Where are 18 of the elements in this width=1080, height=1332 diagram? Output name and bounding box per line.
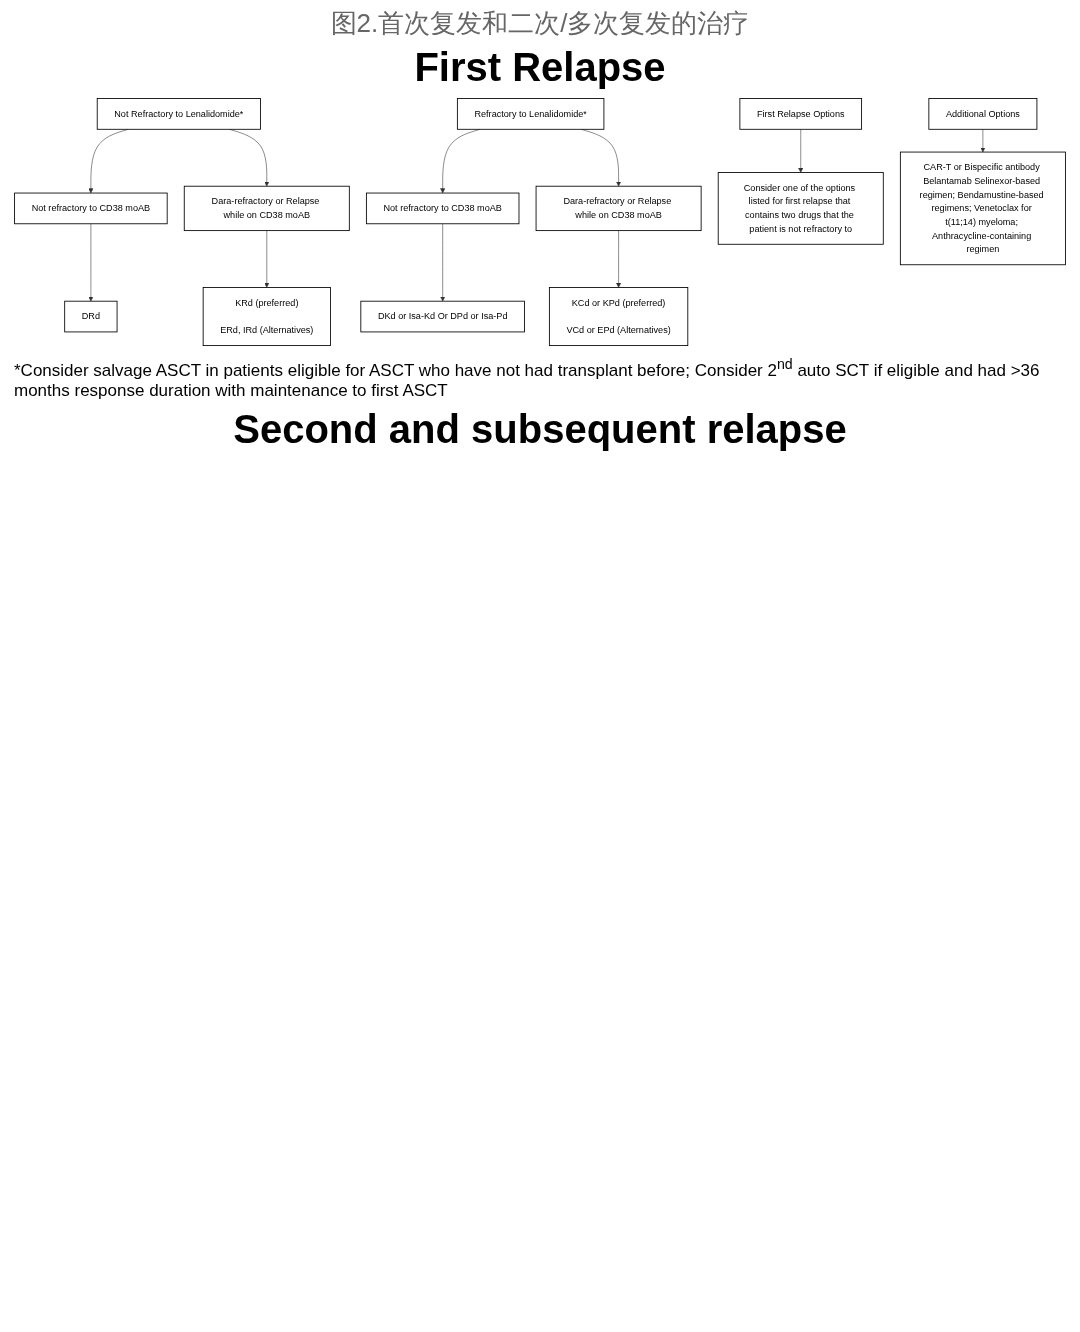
node-box: KCd or KPd (preferred) VCd or EPd (Alternatives) <box>548 287 689 346</box>
node-box: Dara-refractory or Relapse while on CD38 moAB <box>183 185 350 232</box>
section-heading: Second and subsequent relapse <box>232 406 848 452</box>
node-box: DRd <box>64 300 118 333</box>
node-box: Dara-refractory or Relapse while on CD38 moAB <box>535 185 702 232</box>
node-box: First Relapse Options <box>739 98 863 130</box>
footnote: *Consider salvage ASCT in patients eligible for ASCT who have not had transplant before; Consider 2$^{nd}$ auto SCT if eligible and had >36 months response duration with maintenance to first ASCT <box>14 356 1041 401</box>
node-box: DKd or Isa-Kd Or DPd or Isa-Pd <box>360 300 525 333</box>
diagram-title: 图2.首次复发和二次/多次复发的治疗 <box>329 7 751 40</box>
node-box: CAR-T or Bispecific antibody Belantamab Selinexor-based regimen; Bendamustine-based regimens; Venetoclax for t(11;14) myeloma; Anthracycline-containing regimen <box>899 151 1066 266</box>
section-heading: First Relapse <box>413 45 667 90</box>
node-box: Not refractory to CD38 moAB <box>14 192 168 225</box>
node-box: KRd (preferred) ERd, IRd (Alternatives) <box>202 287 331 346</box>
node-box: Not Refractory to Lenalidomide* <box>96 98 261 130</box>
node-box: Not refractory to CD38 moAB <box>365 192 520 225</box>
node-box: Additional Options <box>928 98 1038 130</box>
node-box: Refractory to Lenalidomide* <box>456 98 605 130</box>
node-box: Consider one of the options listed for first relapse that contains two drugs that the patient is not refractory to <box>717 172 884 245</box>
